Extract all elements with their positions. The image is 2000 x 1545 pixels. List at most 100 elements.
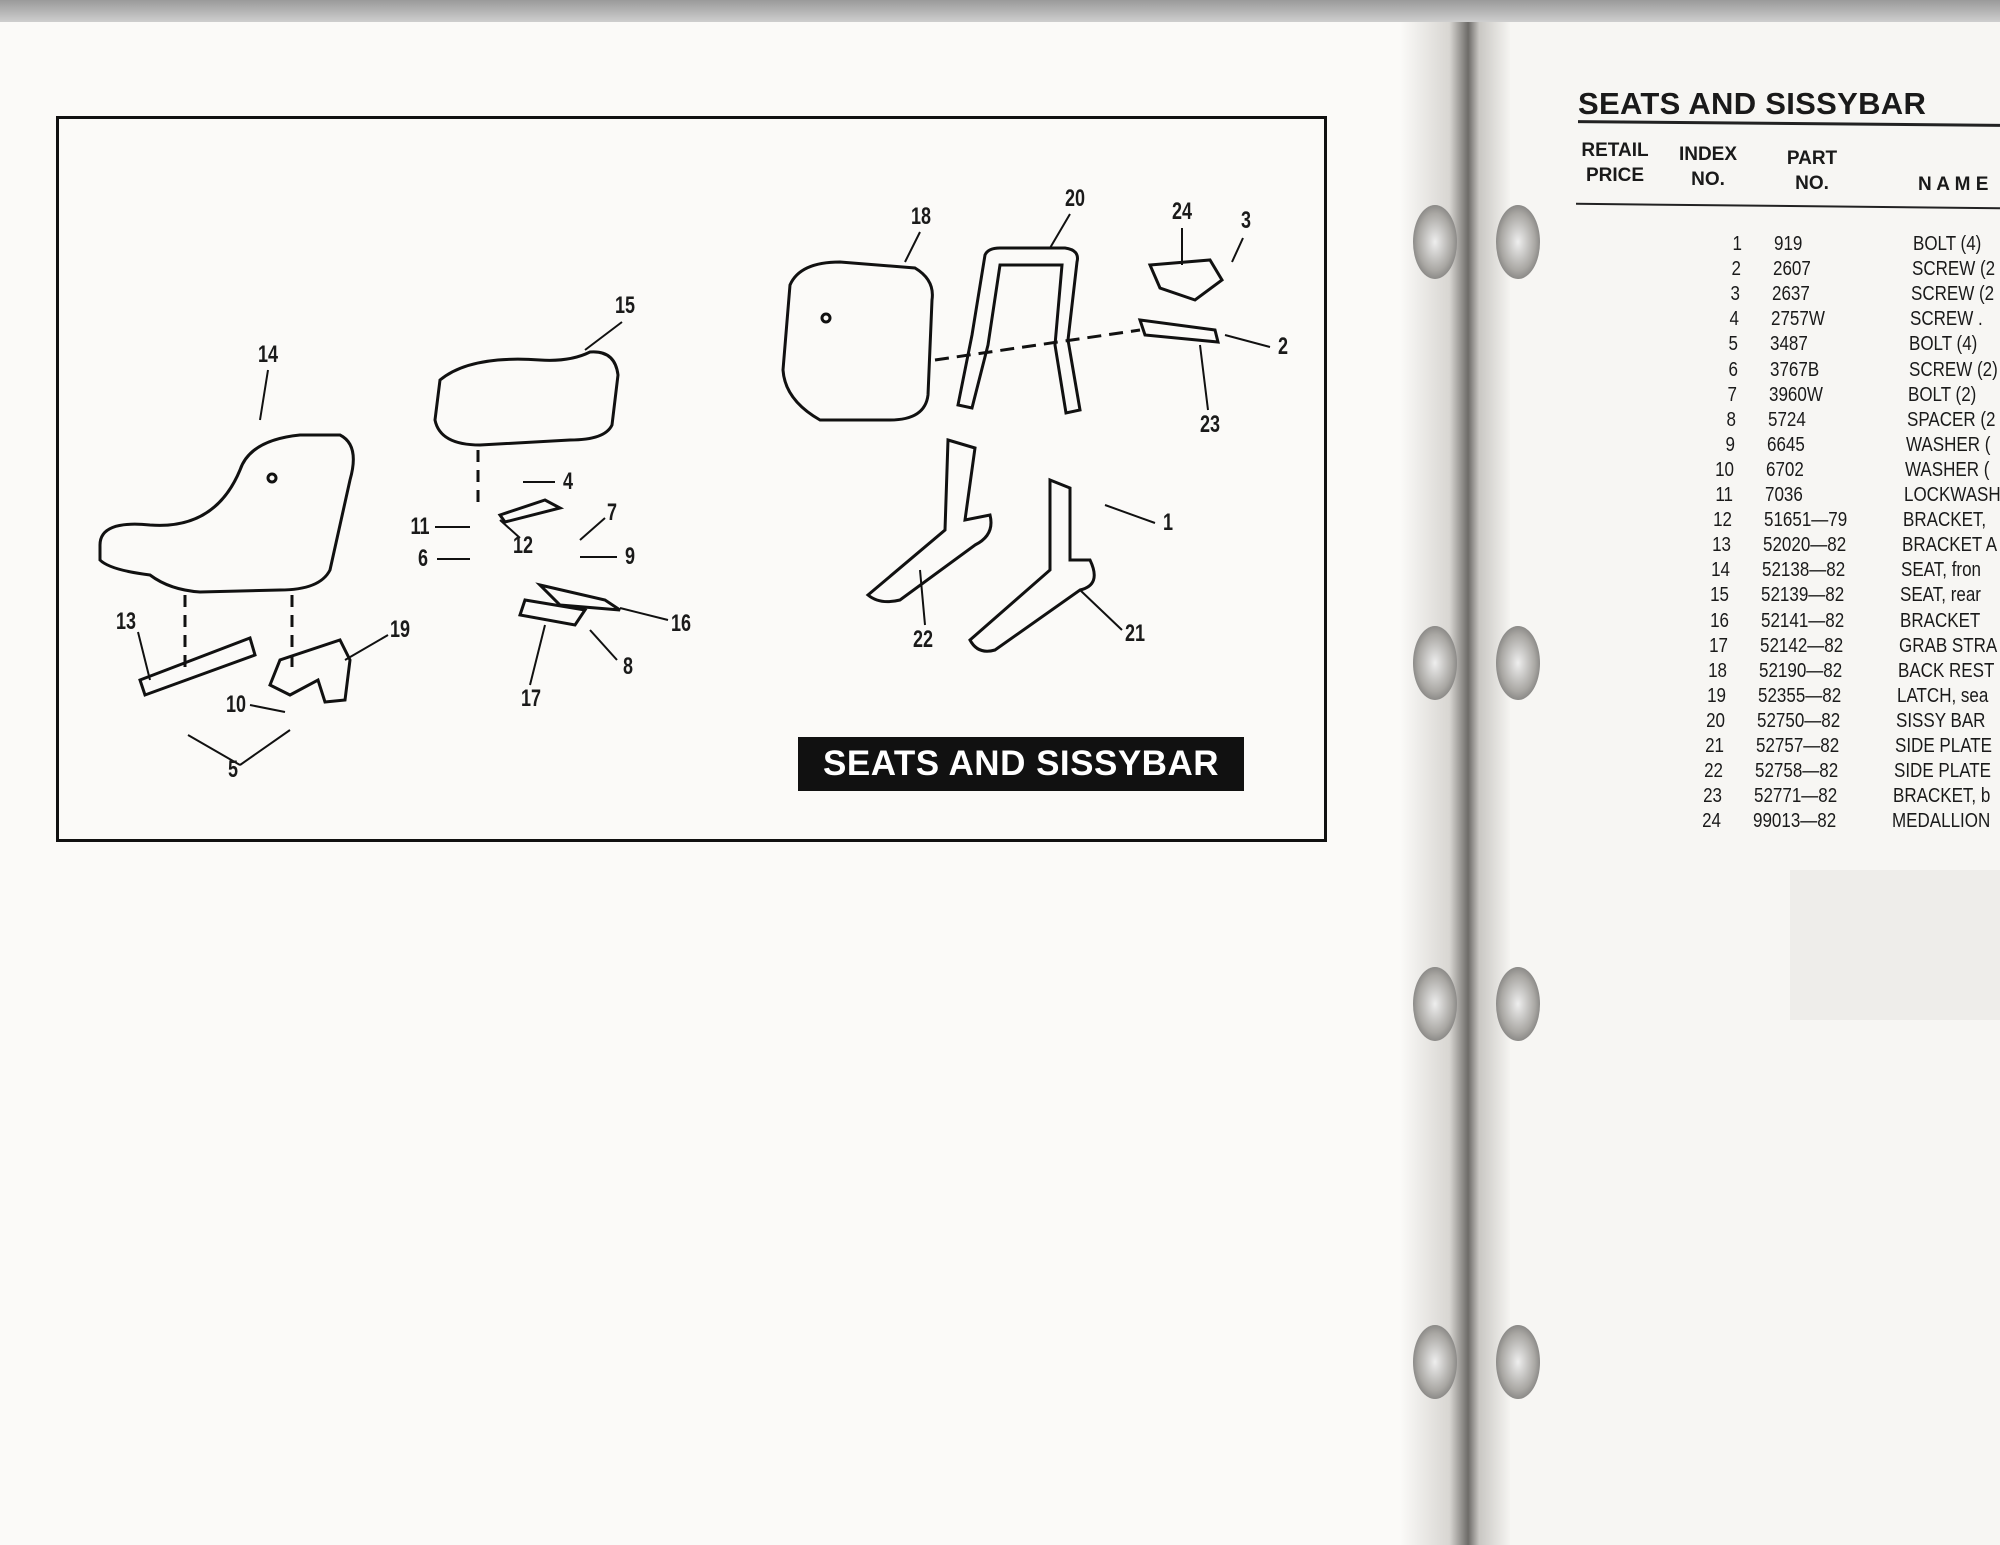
index-number: 18: [1707, 659, 1727, 682]
binder-hole: [1496, 967, 1540, 1041]
part-name: SIDE PLATE: [1894, 760, 1992, 783]
index-number: 17: [1708, 634, 1728, 657]
header-part-no: PART NO.: [1772, 146, 1852, 196]
index-number: 14: [1711, 559, 1731, 582]
side-plate-left-drawing: [865, 438, 993, 604]
part-name: SIDE PLATE: [1895, 735, 1993, 757]
index-number: 24: [1702, 810, 1722, 833]
part-number: 52355—82: [1757, 684, 1842, 707]
part-name: SPACER (2: [1906, 408, 1996, 431]
index-number: 6: [1728, 358, 1738, 381]
part-name: BRACKET, b: [1893, 785, 1991, 808]
binder-hole: [1496, 1325, 1540, 1399]
part-name: GRAB STRA: [1898, 634, 1997, 657]
binder-hole: [1496, 626, 1540, 700]
index-number: 19: [1706, 684, 1726, 707]
part-number: 2607: [1773, 258, 1811, 281]
index-number: 11: [1715, 484, 1733, 506]
part-number: 52750—82: [1756, 709, 1841, 732]
callout-9: 9: [624, 543, 636, 570]
callout-20: 20: [1064, 185, 1086, 212]
part-number: 3487: [1770, 333, 1809, 356]
callout-14: 14: [257, 341, 279, 368]
side-plate-right-drawing: [968, 477, 1096, 653]
part-name: LOCKWASH: [1904, 484, 2000, 506]
grab-strap-drawing: [518, 598, 588, 627]
part-name: BOLT (4): [1913, 233, 1982, 255]
scan-top-edge: [0, 0, 2000, 26]
callout-2: 2: [1277, 333, 1289, 360]
part-number: 919: [1774, 233, 1803, 255]
bracket-12-drawing: [497, 498, 565, 524]
part-name: BRACKET A: [1902, 534, 1998, 557]
part-number: 6645: [1766, 433, 1805, 456]
exploded-diagram-frame: [56, 116, 1327, 842]
right-page: [1490, 22, 2000, 1545]
part-name: SCREW (2: [1911, 283, 1995, 306]
part-name: BACK REST: [1897, 659, 1995, 682]
index-number: 23: [1703, 785, 1723, 808]
header-index-no: INDEX NO.: [1668, 142, 1748, 192]
part-name: BOLT (2): [1907, 383, 1976, 406]
callout-11: 11: [410, 513, 430, 540]
header-name: N A M E: [1918, 174, 1989, 195]
bleed-through-area: [1790, 870, 2000, 1020]
part-name: WASHER (: [1905, 433, 1991, 456]
back-rest-drawing: [781, 260, 934, 422]
figure-label: SEATS AND SISSYBAR: [798, 737, 1244, 791]
index-number: 15: [1710, 584, 1730, 607]
binder-hole: [1496, 205, 1540, 279]
header-line: INDEX: [1678, 144, 1738, 165]
bracket-16-drawing: [535, 582, 621, 612]
callout-17: 17: [520, 685, 542, 712]
callout-4: 4: [562, 468, 574, 495]
leader-lines: [137, 213, 1271, 766]
part-name: BOLT (4): [1909, 333, 1978, 356]
index-number: 20: [1705, 709, 1725, 732]
part-number: 52139—82: [1761, 584, 1845, 607]
callout-8: 8: [622, 653, 634, 680]
callout-13: 13: [115, 608, 137, 635]
callout-22: 22: [912, 626, 934, 653]
part-name: SCREW .: [1910, 308, 1984, 331]
part-number: 52771—82: [1754, 785, 1838, 808]
callout-10: 10: [225, 691, 247, 718]
callout-19: 19: [389, 616, 411, 643]
callout-18: 18: [910, 203, 932, 230]
header-line: NO.: [1691, 169, 1725, 190]
index-number: 12: [1713, 509, 1733, 532]
index-number: 10: [1714, 458, 1734, 481]
part-name: SCREW (2: [1912, 258, 1996, 281]
medallion-drawing: [1147, 258, 1224, 302]
part-name: LATCH, sea: [1896, 684, 1989, 707]
callout-3: 3: [1240, 207, 1252, 234]
callout-23: 23: [1199, 411, 1221, 438]
index-number: 7: [1727, 383, 1737, 406]
part-name: MEDALLION: [1892, 810, 1991, 833]
part-number: 52142—82: [1759, 634, 1843, 657]
part-number: 52138—82: [1762, 559, 1846, 582]
part-name: SCREW (2): [1908, 358, 1998, 381]
header-line: NO.: [1795, 173, 1829, 194]
index-number: 3: [1730, 283, 1741, 306]
binder-hole: [1413, 1325, 1457, 1399]
index-number: 13: [1712, 534, 1732, 557]
callout-6: 6: [417, 545, 429, 572]
backrest-bracket-drawing: [1137, 318, 1220, 344]
part-number: 2757W: [1771, 308, 1826, 331]
